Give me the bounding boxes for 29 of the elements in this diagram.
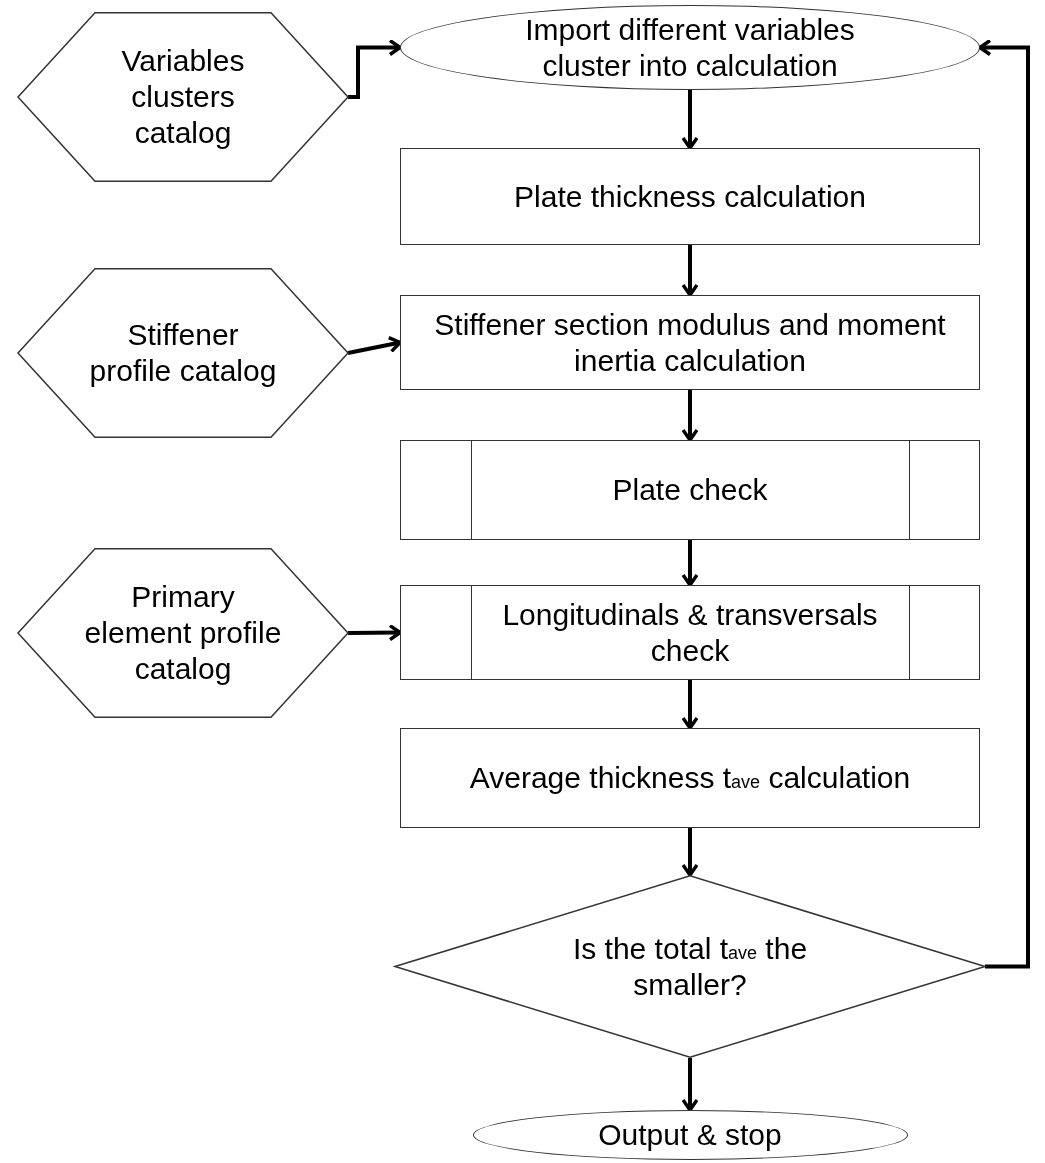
input-hexagon	[18, 268, 348, 438]
process-box	[400, 148, 980, 245]
node-label: Output & stop	[598, 1117, 782, 1153]
node-label: Longitudinals & transversals check	[501, 596, 879, 669]
process-box	[400, 295, 980, 390]
predefined-process-box	[400, 440, 980, 540]
node-label: Stiffener profile catalog	[88, 317, 278, 389]
input-hexagon	[18, 548, 348, 718]
arrow	[681, 680, 699, 730]
node-label: Plate thickness calculation	[514, 178, 866, 215]
arrow	[681, 828, 699, 877]
arrow	[681, 90, 699, 150]
node-label: Primary element profile catalog	[83, 579, 283, 687]
node-label: Variables clusters catalog	[120, 43, 246, 151]
node-label: Plate check	[612, 472, 768, 508]
arrow	[347, 623, 402, 642]
arrow	[681, 540, 699, 587]
arrow	[681, 390, 699, 442]
process-box	[400, 728, 980, 828]
node-label: Stiffener section modulus and moment inertia calculation	[433, 306, 947, 379]
input-hexagon	[18, 12, 348, 182]
node-label: Import different variables cluster into calculation	[524, 11, 856, 84]
arrow	[348, 38, 402, 99]
predefined-process-box	[400, 585, 980, 680]
arrow	[681, 245, 699, 297]
arrow	[681, 1058, 699, 1112]
decision-diamond	[395, 875, 985, 1058]
arrow	[978, 38, 1030, 969]
arrow	[347, 335, 402, 355]
